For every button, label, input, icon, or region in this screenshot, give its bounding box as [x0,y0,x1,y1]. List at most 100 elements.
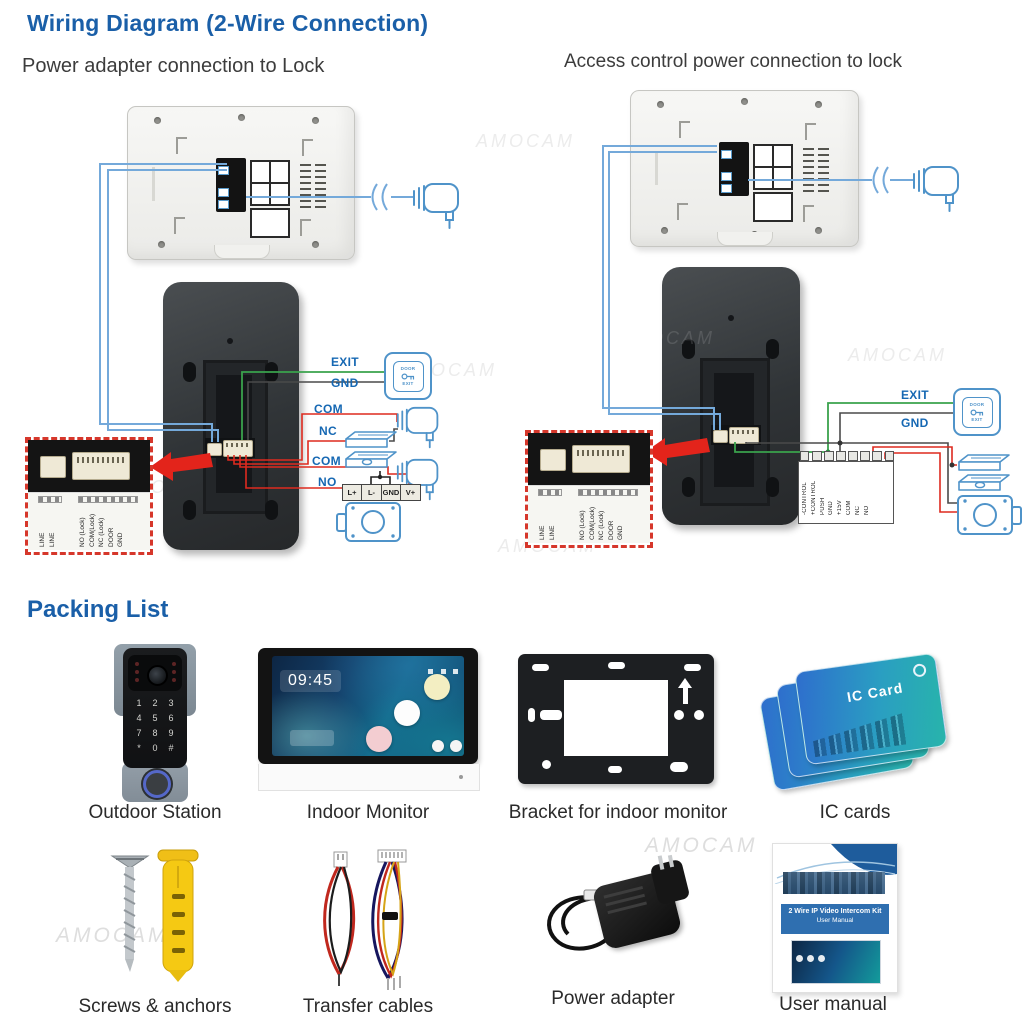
bracket-hole [542,760,551,769]
bolt-hole [265,362,278,382]
psu-terminal-label: +15V [837,500,844,515]
bolt-hole [766,477,779,497]
psu-terminal-bumps [798,451,895,461]
product-power-adapter [536,852,696,980]
outdoor-station-back-right [662,267,800,525]
product-ic-cards: IC Card [758,652,958,794]
key-5: 5 [152,713,158,723]
inset-label: LINE [39,532,46,547]
screen-time: 09:45 [288,672,334,689]
wire-label-no: NO [318,475,337,489]
label-panel [250,208,290,238]
connector-6pin [72,452,130,480]
item-label-user-manual: User manual [779,994,887,1015]
cover-screenshot [791,940,881,984]
ic-card: IC Card [794,652,948,766]
psu-terminal-label: +CONTROL [810,480,817,515]
key-icon [969,408,983,416]
maglock-icon [958,454,1010,471]
item-label-power-adapter: Power adapter [551,988,675,1009]
cables-art [323,849,407,990]
base-dot [459,775,463,779]
screw-hole [657,101,664,108]
watermark: AMOCAM [848,345,947,365]
connector-port [721,172,732,181]
connector-6pin [223,440,253,457]
exit-button-door-text: DOOR [400,365,416,371]
keyhole-slot [302,139,313,156]
station-front: 1 2 3 4 5 6 7 8 9 * 0 # [123,648,187,768]
screen-icon-monitor [394,700,420,726]
bracket-hole [694,710,704,720]
bracket-window [564,680,668,756]
psu-terminal-label: PUSH [819,497,826,515]
inset-photo [528,433,650,485]
left-diagram-subtitle: Power adapter connection to Lock [22,55,325,77]
bracket-up-arrow [678,678,692,704]
connector-port [218,188,229,197]
label-panel [753,192,793,222]
inset-label: GND [617,525,624,540]
page-title: Wiring Diagram (2-Wire Connection) [27,10,429,36]
doorbell-button [143,770,171,798]
bottom-notch [717,232,773,246]
product-outdoor-station: 1 2 3 4 5 6 7 8 9 * 0 # [110,642,200,802]
dip-switch-panel [250,160,290,206]
keyhole-slot [805,123,816,140]
terminal-cell: V+ [400,484,421,501]
bolt-hole [682,477,695,497]
screen-icon-small [432,740,444,752]
screw-hole [815,101,822,108]
connector-2pin [207,443,222,456]
bracket-oval [670,762,688,772]
key-8: 8 [152,728,158,738]
camera-area [128,655,182,691]
ic-card-text: IC Card [845,679,905,706]
terminal-cell: GND [380,484,402,501]
bolt-hole [766,339,779,359]
key-4: 4 [136,713,142,723]
indoor-monitor-back-right [630,90,859,247]
lock-terminal-block: L+ L- GND V+ [341,484,421,501]
vent-grille [803,148,829,194]
bracket-slot [608,662,625,669]
side-slot [152,167,155,201]
station-cutout [216,375,252,493]
screw-hole [312,241,319,248]
connector-port [721,150,732,159]
connector-strip [711,425,761,445]
inset-label: NC (Lock) [598,510,605,540]
vent-grille [300,164,326,210]
inset-label-area: LINE LINE NO (Lock) COM(Lock) NC (Lock) … [28,492,150,550]
connector-6pin [729,427,759,444]
cover-title-band: 2 Wire IP Video Intercom Kit User Manual [781,904,889,934]
inset-label: GND [117,532,124,547]
item-label-outdoor-station: Outdoor Station [88,802,222,823]
outdoor-station-back-left [163,282,299,550]
terminal-patch [216,158,246,212]
screen-icon-small [450,740,462,752]
terminal-patch [719,142,749,196]
psu-terminal-label: GND [828,501,835,515]
maglock-armature-icon [958,474,1010,491]
watermark: AMOCAM [56,924,169,947]
keyhole-slot [174,217,185,234]
monitor-screen: 09:45 [272,656,464,756]
item-label-cables: Transfer cables [302,996,434,1017]
screw-hole [661,227,668,234]
key-hash: # [168,743,174,753]
bracket-hole [674,710,684,720]
exit-button-door-text: DOOR [969,401,985,407]
screw-anchor-art [110,849,199,982]
inset-label: LINE [548,525,556,540]
screw-hole [238,114,245,121]
connector-port [721,184,732,193]
status-icons [425,661,458,679]
bolt-hole [183,362,196,382]
side-slot [655,151,658,185]
bracket-slot [528,708,535,722]
clock-chip: 09:45 [280,670,342,692]
connector-closeup-photo: LINE LINE NO (Lock) COM(Lock) NC (Lock) … [525,430,653,548]
item-label-indoor-monitor: Indoor Monitor [306,802,430,823]
